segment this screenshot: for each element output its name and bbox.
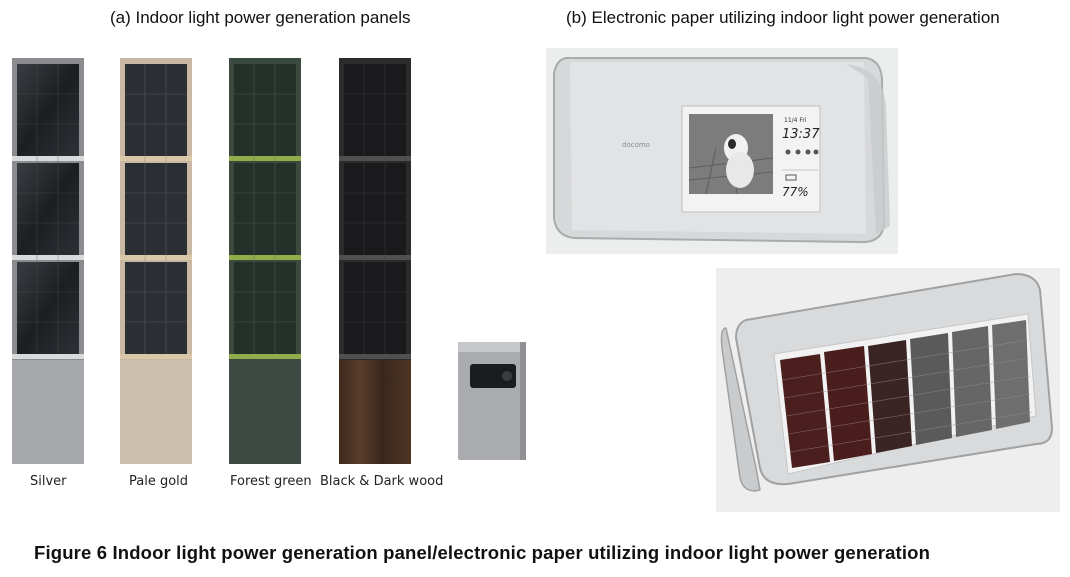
- brand-text: docomo: [622, 141, 650, 149]
- panel-label-silver: Silver: [30, 474, 67, 489]
- electronic-paper-solar-back-photo: [716, 268, 1060, 517]
- date-text: 11/4 Fri: [784, 117, 807, 124]
- figure-caption: Figure 6 Indoor light power generation p…: [34, 542, 931, 563]
- panel-label-forest-green: Forest green: [230, 474, 312, 489]
- panel-black-dark-wood: [339, 58, 411, 464]
- electronic-paper-display-photo: docomo 11/4 Fri 13:37 77%: [546, 48, 898, 259]
- battery-icon: [785, 174, 797, 181]
- caption-electronic-paper: (b) Electronic paper utilizing indoor li…: [566, 8, 1000, 27]
- panel-pale-gold: [120, 58, 192, 464]
- panel-label-pale-gold: Pale gold: [129, 474, 189, 489]
- panel-rear-view-photo: [454, 340, 530, 467]
- battery-level-text: 77%: [782, 185, 809, 199]
- caption-panels: (a) Indoor light power generation panels: [110, 8, 411, 27]
- panel-forest-green: [229, 58, 301, 464]
- weather-icons: [785, 149, 819, 155]
- time-text: 13:37: [782, 127, 820, 142]
- panel-label-black-dark-wood: Black & Dark wood: [320, 474, 444, 489]
- panel-silver: [12, 58, 84, 464]
